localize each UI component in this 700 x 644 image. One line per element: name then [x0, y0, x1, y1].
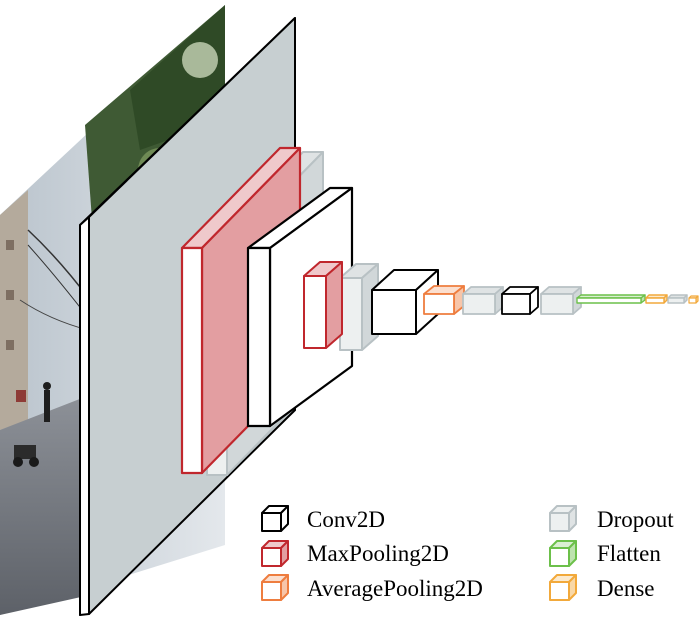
- legend-item-flatten: Flatten: [549, 540, 661, 567]
- legend-label-dense: Dense: [597, 576, 654, 601]
- layer-avgpool-1: [423, 285, 465, 315]
- layer-maxpool-2: [303, 261, 343, 349]
- layer-flatten-1: [576, 294, 646, 304]
- layer-dropout-4: [540, 286, 582, 315]
- legend-item-conv2d: Conv2D: [261, 505, 385, 532]
- legend-label-conv2d: Conv2D: [307, 507, 385, 532]
- dropout-cube-icon: [549, 505, 577, 532]
- layer-dropout-5: [667, 294, 688, 304]
- legend-item-maxpool: MaxPooling2D: [261, 540, 449, 567]
- layer-conv2d-4: [501, 286, 539, 315]
- legend-label-avgpool: AveragePooling2D: [307, 576, 483, 601]
- legend-item-avgpool: AveragePooling2D: [261, 574, 483, 601]
- flatten-cube-icon: [549, 540, 577, 567]
- layer-dropout-3: [462, 286, 504, 315]
- legend-item-dropout: Dropout: [549, 505, 674, 532]
- layer-dense-2: [688, 295, 699, 304]
- dense-cube-icon: [549, 574, 577, 601]
- layer-dense-1: [645, 294, 668, 304]
- legend-item-dense: Dense: [549, 574, 654, 601]
- layer-blocks: [180, 146, 699, 476]
- legend-label-flatten: Flatten: [597, 541, 661, 566]
- legend: Conv2D MaxPooling2D AveragePooling2D Dro…: [261, 505, 674, 601]
- conv2d-cube-icon: [261, 505, 289, 532]
- road: [0, 395, 90, 615]
- layer-conv2d-3: [371, 269, 439, 335]
- avgpool-cube-icon: [261, 574, 289, 601]
- legend-label-maxpool: MaxPooling2D: [307, 541, 449, 566]
- maxpool-cube-icon: [261, 540, 289, 567]
- legend-label-dropout: Dropout: [597, 507, 674, 532]
